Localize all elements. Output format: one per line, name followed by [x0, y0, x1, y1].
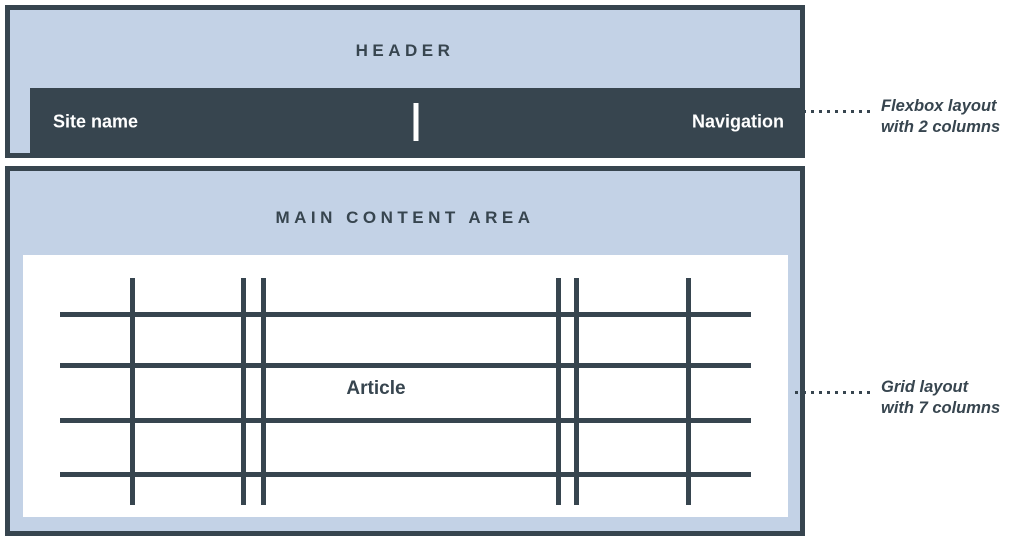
header-annotation-text: Flexbox layout with 2 columns: [881, 97, 1001, 137]
grid-horizontal-line: [60, 312, 751, 317]
grid-vertical-line: [556, 278, 561, 505]
article-grid-panel: Article: [23, 255, 788, 517]
grid-vertical-line: [241, 278, 246, 505]
grid-vertical-line: [574, 278, 579, 505]
header-annotation-leader-line: [795, 110, 870, 113]
grid-annotation-text: Grid layout with 7 columns: [881, 378, 1001, 418]
grid-vertical-line: [261, 278, 266, 505]
grid-horizontal-line: [60, 363, 751, 368]
grid-annotation-leader-line: [795, 391, 870, 394]
navbar-center-divider: [413, 103, 418, 141]
site-name-label: Site name: [53, 111, 139, 132]
grid-horizontal-line: [60, 472, 751, 477]
grid-vertical-line: [686, 278, 691, 505]
header-block: HEADER Site name Navigation: [5, 5, 805, 158]
grid-vertical-line: [130, 278, 135, 505]
header-section-title: HEADER: [355, 41, 455, 60]
main-section-title: MAIN CONTENT AREA: [275, 208, 535, 227]
navigation-label: Navigation: [691, 111, 784, 132]
site-navigation-bar: Site name Navigation: [30, 88, 801, 156]
article-label: Article: [297, 373, 455, 405]
grid-horizontal-line: [60, 418, 751, 423]
